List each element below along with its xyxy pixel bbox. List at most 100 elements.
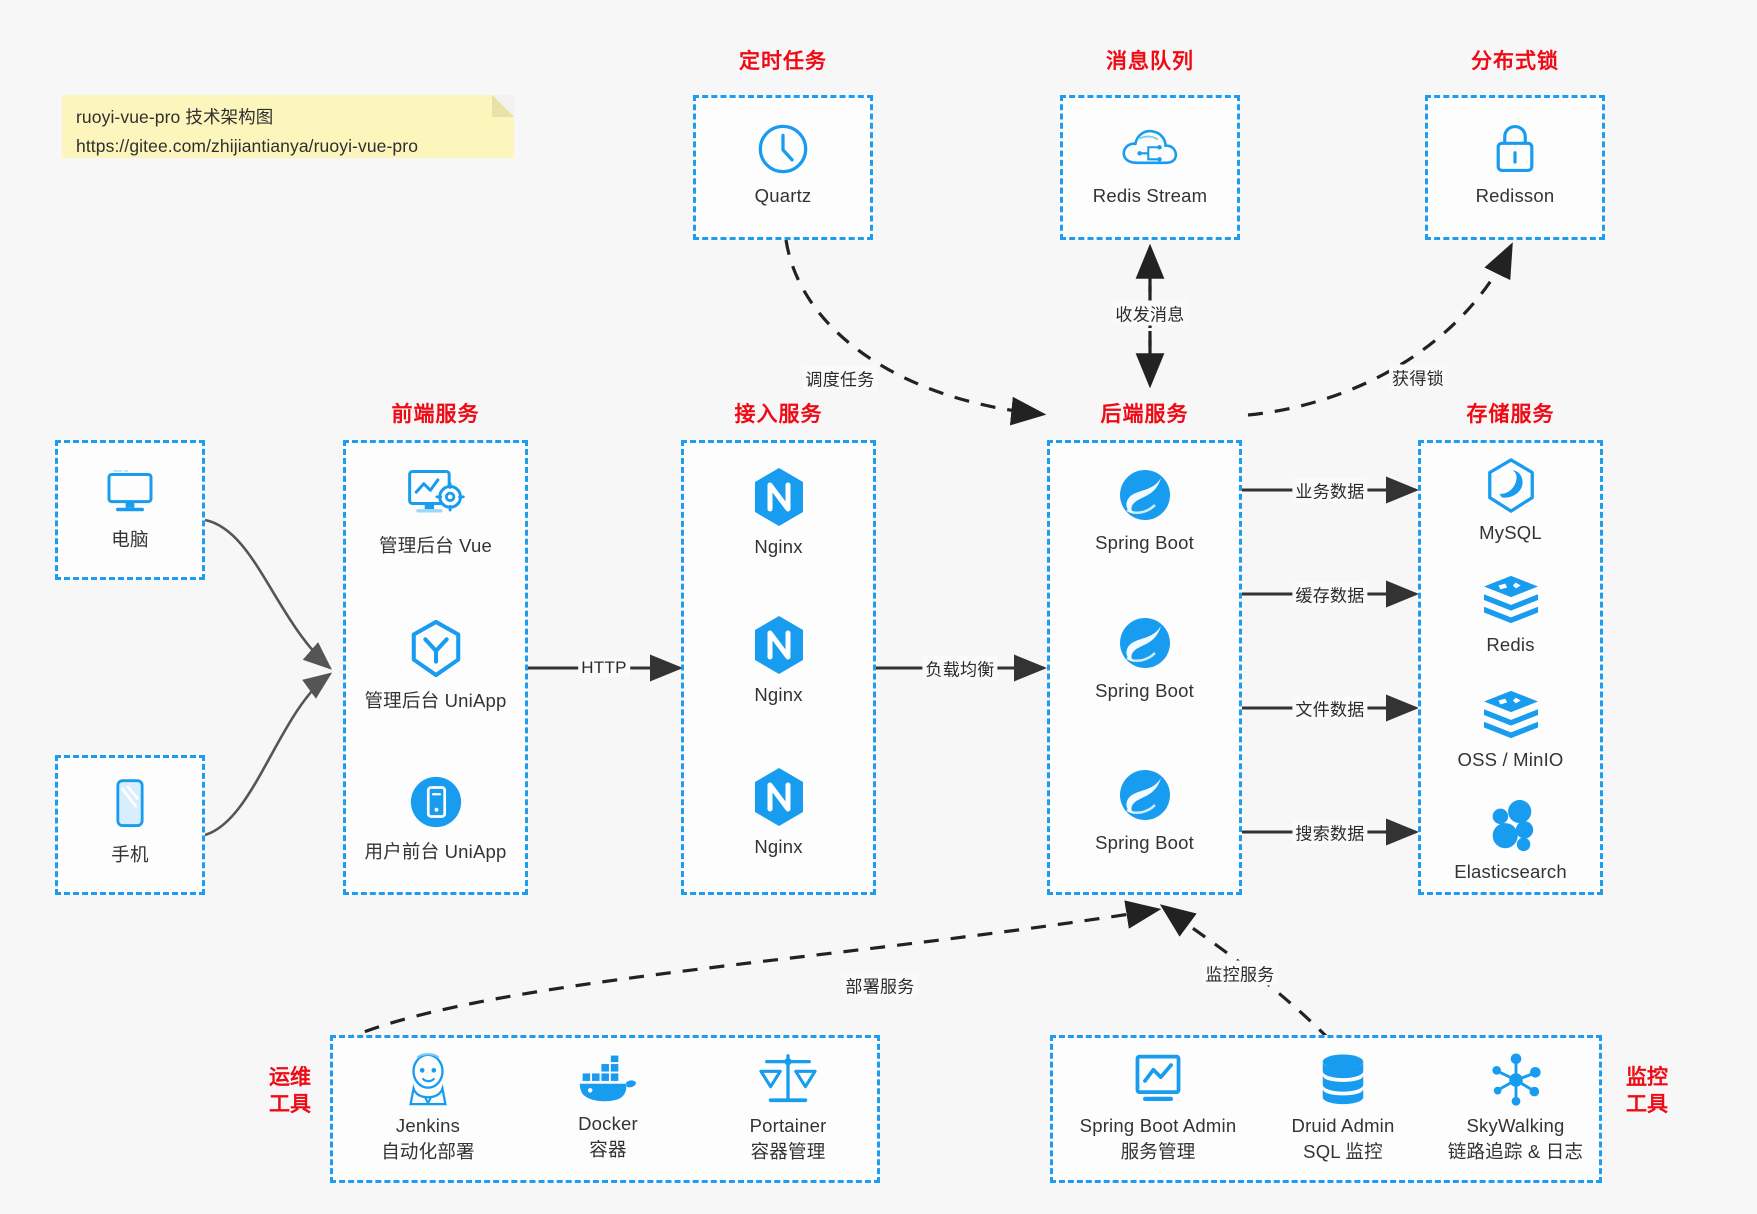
docker-whale-icon (579, 1055, 637, 1102)
group-title-lock: 分布式锁 (1471, 50, 1559, 73)
group-frontend: 管理后台 Vue 管理后台 UniApp 用户前台 UniApp (343, 440, 528, 895)
group-client-phone: 手机 (55, 755, 205, 895)
phone-icon (116, 779, 144, 827)
node-oss-minio[interactable]: OSS / MinIO (1421, 688, 1600, 771)
mobile-circle-icon (410, 776, 461, 828)
node-admin-vue[interactable]: 管理后台 Vue (346, 465, 525, 558)
node-label: Nginx (754, 684, 803, 705)
monitor-title-line-2: 工具 (1626, 1092, 1668, 1116)
edge-label-cache-data: 缓存数据 (1292, 581, 1368, 607)
node-label: Quartz (754, 185, 812, 206)
node-label: Nginx (754, 836, 803, 857)
devops-title-line-2: 工具 (269, 1092, 311, 1116)
edge-label-load-balance: 负载均衡 (922, 655, 998, 681)
node-label: Jenkins (395, 1115, 461, 1136)
spring-leaf-icon (1119, 770, 1170, 820)
monitor-chart-icon (1135, 1054, 1181, 1101)
node-sublabel: SQL 监控 (1303, 1141, 1383, 1162)
node-label: 用户前台 UniApp (364, 841, 507, 862)
edge-label-file-data: 文件数据 (1292, 695, 1368, 721)
edge-label-schedule-task: 调度任务 (802, 365, 878, 391)
node-spring-boot-3[interactable]: Spring Boot (1050, 765, 1239, 854)
group-title-devops: 运维 工具 (255, 1065, 325, 1119)
node-skywalking[interactable]: SkyWalking 链路追踪 & 日志 (1428, 1052, 1603, 1164)
node-label: 管理后台 UniApp (364, 690, 507, 711)
note-line-2: https://gitee.com/zhijiantianya/ruoyi-vu… (76, 135, 419, 156)
node-phone[interactable]: 手机 (58, 776, 202, 867)
lock-icon (1496, 125, 1534, 172)
node-user-uniapp[interactable]: 用户前台 UniApp (346, 773, 525, 864)
group-mq: Redis Stream (1060, 95, 1240, 240)
group-client-desktop: 电脑 (55, 440, 205, 580)
title-note: ruoyi-vue-pro 技术架构图 https://gitee.com/zh… (62, 95, 514, 158)
node-label: 管理后台 Vue (379, 535, 492, 556)
group-monitor: Spring Boot Admin 服务管理 Druid Admin SQL 监… (1050, 1035, 1602, 1183)
node-redis[interactable]: Redis (1421, 573, 1600, 656)
node-quartz[interactable]: Quartz (696, 120, 870, 207)
group-title-gateway: 接入服务 (734, 403, 823, 426)
edge-label-messaging: 收发消息 (1112, 300, 1188, 326)
mysql-dolphin-icon (1487, 458, 1534, 513)
node-portainer[interactable]: Portainer 容器管理 (703, 1050, 873, 1164)
group-title-monitor: 监控 工具 (1612, 1065, 1682, 1119)
edge-label-acquire-lock: 获得锁 (1389, 364, 1447, 390)
node-spring-boot-admin[interactable]: Spring Boot Admin 服务管理 (1063, 1052, 1253, 1164)
node-nginx-1[interactable]: Nginx (684, 465, 873, 558)
group-title-frontend: 前端服务 (391, 403, 480, 426)
node-label: Elasticsearch (1454, 861, 1567, 882)
node-desktop[interactable]: 电脑 (58, 465, 202, 552)
node-docker[interactable]: Docker 容器 (523, 1054, 693, 1162)
scales-icon (759, 1054, 817, 1103)
nginx-icon (754, 768, 803, 826)
node-label: Redis (1486, 634, 1535, 655)
group-title-storage: 存储服务 (1466, 403, 1555, 426)
node-elasticsearch[interactable]: Elasticsearch (1421, 798, 1600, 883)
node-sublabel: 链路追踪 & 日志 (1447, 1141, 1584, 1162)
node-redisson[interactable]: Redisson (1428, 118, 1602, 207)
note-line-1: ruoyi-vue-pro 技术架构图 (76, 107, 274, 127)
node-spring-boot-2[interactable]: Spring Boot (1050, 613, 1239, 702)
clock-icon (758, 124, 808, 174)
node-label: Spring Boot (1095, 680, 1194, 701)
node-label: Docker (578, 1113, 638, 1134)
redis-stack-icon (1483, 690, 1538, 739)
node-label: SkyWalking (1466, 1115, 1565, 1136)
skywalking-nodes-icon (1491, 1053, 1541, 1106)
node-label: Spring Boot (1095, 832, 1194, 853)
edge-label-http: HTTP (578, 658, 630, 678)
group-gateway: Nginx Nginx Nginx (681, 440, 876, 895)
node-label: Redis Stream (1092, 185, 1208, 206)
node-nginx-3[interactable]: Nginx (684, 765, 873, 858)
node-sublabel: 服务管理 (1120, 1141, 1196, 1162)
node-sublabel: 自动化部署 (381, 1141, 475, 1162)
node-sublabel: 容器 (589, 1139, 627, 1160)
group-title-mq: 消息队列 (1106, 50, 1194, 73)
redis-stack-icon (1483, 575, 1538, 624)
group-storage: MySQL Redis OSS / MinIO (1418, 440, 1603, 895)
spring-leaf-icon (1119, 618, 1170, 668)
node-mysql[interactable]: MySQL (1421, 457, 1600, 544)
database-icon (1322, 1054, 1364, 1105)
hexagon-y-icon (411, 619, 460, 678)
node-label: Spring Boot (1095, 532, 1194, 553)
edge-label-deploy-service: 部署服务 (842, 972, 918, 998)
node-label: 手机 (111, 844, 149, 865)
monitor-title-line-1: 监控 (1626, 1066, 1668, 1089)
node-spring-boot-1[interactable]: Spring Boot (1050, 465, 1239, 554)
node-label: Spring Boot Admin (1079, 1115, 1237, 1136)
jenkins-butler-icon (409, 1053, 447, 1106)
group-scheduler: Quartz (693, 95, 873, 240)
node-jenkins[interactable]: Jenkins 自动化部署 (343, 1050, 513, 1164)
desktop-icon (107, 469, 153, 512)
node-redis-stream[interactable]: Redis Stream (1063, 120, 1237, 207)
node-nginx-2[interactable]: Nginx (684, 613, 873, 706)
node-admin-uniapp[interactable]: 管理后台 UniApp (346, 618, 525, 713)
node-label: Druid Admin (1291, 1115, 1395, 1136)
elasticsearch-icon (1492, 799, 1533, 852)
group-title-scheduler: 定时任务 (739, 50, 827, 73)
group-lock: Redisson (1425, 95, 1605, 240)
node-druid-admin[interactable]: Druid Admin SQL 监控 (1258, 1052, 1428, 1164)
group-devops: Jenkins 自动化部署 Docker 容器 (330, 1035, 880, 1183)
node-label: 电脑 (111, 529, 149, 550)
edge-label-biz-data: 业务数据 (1292, 477, 1368, 503)
